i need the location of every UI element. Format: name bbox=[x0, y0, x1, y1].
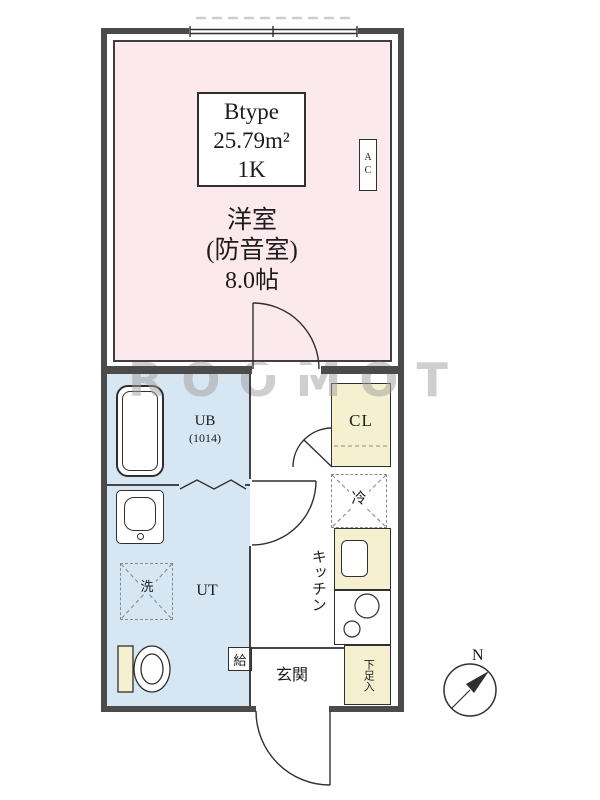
interior-walls bbox=[107, 374, 344, 706]
closet-door bbox=[292, 427, 333, 468]
main-room-sub: (防音室) bbox=[206, 237, 298, 264]
kitchen-counter bbox=[334, 528, 391, 590]
entrance-door bbox=[255, 710, 331, 786]
compass: N bbox=[443, 647, 497, 717]
entrance-door-opening bbox=[256, 705, 329, 714]
shoe-storage-label: 下足入 bbox=[362, 658, 375, 692]
unit-bath-label: UB (1014) bbox=[176, 413, 234, 445]
utility-label: UT bbox=[196, 582, 218, 599]
closet-label: CL bbox=[349, 411, 373, 430]
washbasin-bowl bbox=[124, 497, 156, 531]
toilet-icon bbox=[117, 645, 171, 693]
compass-needle-tail bbox=[451, 689, 471, 709]
fridge-char: 冷 bbox=[349, 491, 369, 509]
stove-burners-icon bbox=[343, 593, 380, 638]
unit-area: 25.79m² bbox=[213, 128, 290, 153]
wall-bottom bbox=[101, 706, 404, 712]
closet-box bbox=[331, 383, 391, 467]
water-heater-label: 給 bbox=[233, 652, 247, 668]
kitchen-label: キッチン bbox=[309, 549, 326, 613]
main-room-door-opening bbox=[252, 365, 321, 375]
unit-layout: 1K bbox=[237, 157, 266, 182]
main-room-label: 洋室 (防音室) 8.0帖 bbox=[152, 206, 352, 296]
main-room-name: 洋室 bbox=[226, 207, 277, 234]
washer-space-box bbox=[120, 563, 173, 620]
washer-char: 洗 bbox=[138, 579, 156, 595]
main-room-door bbox=[252, 302, 320, 370]
air-conditioner-box: AC bbox=[359, 139, 377, 191]
ac-label: AC bbox=[362, 152, 374, 178]
ub-size-text: (1014) bbox=[189, 430, 221, 445]
washer-label: 洗 bbox=[131, 579, 163, 595]
main-room-size: 8.0帖 bbox=[225, 268, 279, 294]
compass-n-label: N bbox=[472, 647, 484, 664]
washbasin-faucet bbox=[136, 533, 144, 540]
kitchen-sink-icon bbox=[341, 540, 368, 577]
washroom-door bbox=[251, 480, 317, 546]
shoe-storage-box: 下足入 bbox=[344, 645, 391, 705]
bath-folding-door bbox=[179, 479, 247, 490]
water-heater-box: 給 bbox=[228, 647, 252, 671]
bathtub-inner-line bbox=[122, 391, 158, 471]
bathtub-icon bbox=[116, 385, 164, 477]
fridge-label: 冷 bbox=[331, 491, 387, 509]
window-icon bbox=[189, 26, 358, 37]
watermark-text: ROOMOT bbox=[128, 353, 466, 407]
unit-type: Btype bbox=[224, 99, 279, 124]
ub-text: UB bbox=[194, 413, 216, 429]
entrance-label: 玄関 bbox=[275, 667, 308, 684]
compass-needle-north bbox=[466, 671, 489, 693]
unit-type-box: Btype 25.79m² 1K bbox=[197, 92, 306, 187]
washbasin-icon bbox=[116, 490, 164, 544]
